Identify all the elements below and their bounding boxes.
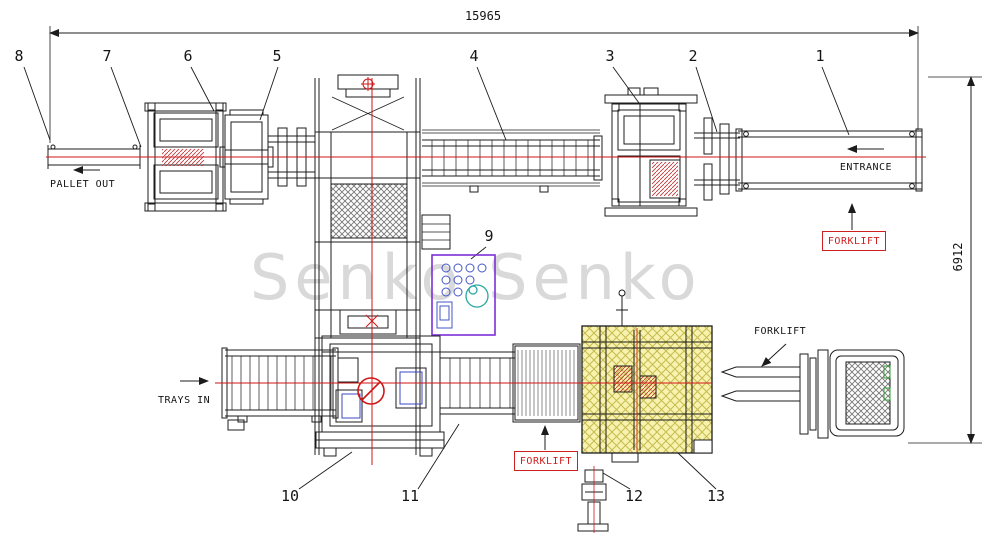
callout-8: 8 bbox=[14, 47, 24, 65]
callout-10: 10 bbox=[280, 487, 300, 505]
trays-in-label: TRAYS IN bbox=[158, 395, 211, 406]
trays-in-conveyor bbox=[221, 347, 339, 431]
entrance-label: ENTRANCE bbox=[839, 162, 893, 173]
dimension-lines bbox=[49, 26, 982, 444]
blue-guides bbox=[341, 371, 423, 419]
forklift-station-box: FORKLIFT bbox=[514, 451, 578, 471]
forklift-entrance-box: FORKLIFT bbox=[822, 231, 886, 251]
palletizer-tower bbox=[314, 74, 451, 455]
callout-4: 4 bbox=[469, 47, 479, 65]
forklift-green-marks bbox=[883, 365, 891, 401]
callout-7: 7 bbox=[102, 47, 112, 65]
pallet-out-conveyor bbox=[47, 144, 141, 174]
tray-denester bbox=[315, 335, 445, 457]
callout-11: 11 bbox=[400, 487, 420, 505]
forklift-arrow-right bbox=[761, 343, 787, 367]
dimension-depth-label: 6912 bbox=[951, 242, 965, 272]
chain-conveyor bbox=[422, 129, 603, 193]
entrance-conveyor bbox=[735, 128, 923, 192]
guide-rails bbox=[694, 117, 740, 201]
callout-13: 13 bbox=[706, 487, 726, 505]
callout-9: 9 bbox=[484, 227, 494, 245]
depalletizer-unit bbox=[604, 87, 698, 217]
callout-1: 1 bbox=[815, 47, 825, 65]
callout-6: 6 bbox=[183, 47, 193, 65]
callout-2: 2 bbox=[688, 47, 698, 65]
dimension-length-label: 15965 bbox=[464, 9, 502, 23]
pallet-out-label: PALLET OUT bbox=[50, 179, 116, 190]
callout-3: 3 bbox=[605, 47, 615, 65]
forklift-right-label: FORKLIFT bbox=[754, 326, 807, 337]
detail-circles bbox=[436, 263, 487, 329]
detail-box-9 bbox=[431, 254, 496, 336]
load-station-block bbox=[581, 289, 713, 463]
centerlines bbox=[46, 77, 926, 533]
callout-leader-lines bbox=[23, 66, 850, 490]
callout-12: 12 bbox=[624, 487, 644, 505]
detail-blob bbox=[465, 284, 489, 308]
forklift-drawing bbox=[720, 349, 905, 439]
small-unit-12 bbox=[577, 469, 609, 532]
callout-5: 5 bbox=[272, 47, 282, 65]
